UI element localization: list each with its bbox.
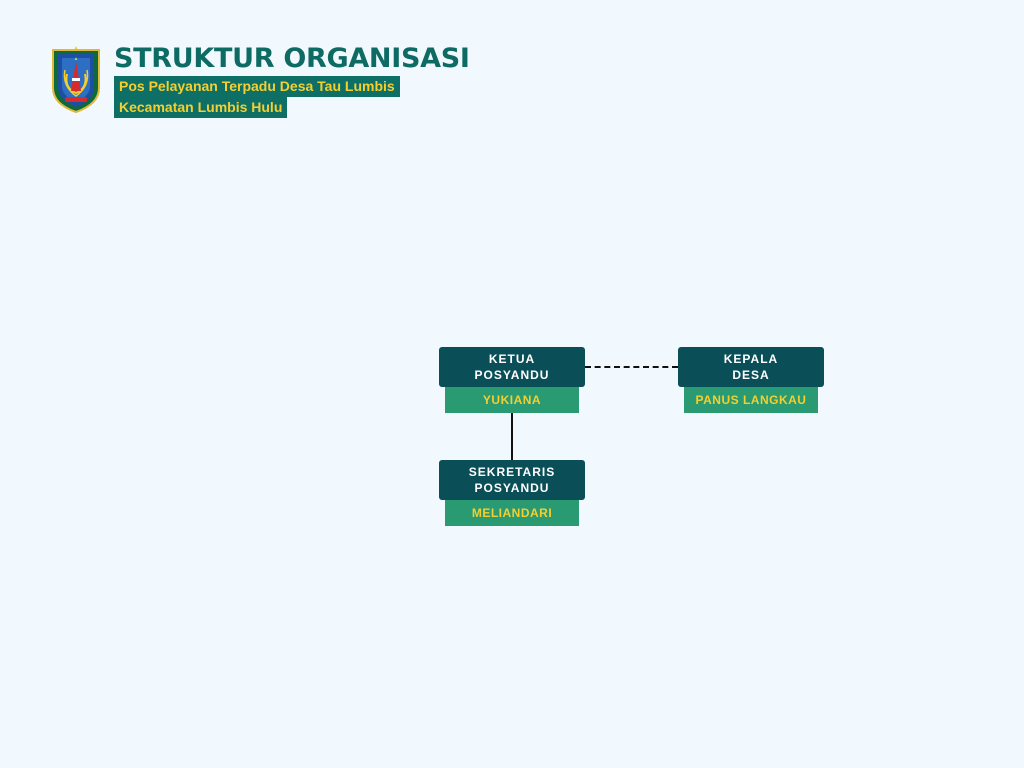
- role-line-2: POSYANDU: [474, 368, 550, 382]
- connector-ketua-kepala: [585, 366, 678, 368]
- page-title: STRUKTUR ORGANISASI: [114, 43, 470, 74]
- header: STRUKTUR ORGANISASI Pos Pelayanan Terpad…: [50, 43, 470, 119]
- subtitle-organization: Pos Pelayanan Terpadu Desa Tau Lumbis: [114, 76, 400, 97]
- role-line-1: SEKRETARIS: [468, 465, 556, 479]
- connector-ketua-sekretaris: [511, 413, 513, 461]
- node-person-name: MELIANDARI: [445, 500, 579, 526]
- role-line-2: DESA: [732, 368, 770, 382]
- node-role: SEKRETARIS POSYANDU: [439, 460, 585, 500]
- node-person-name: PANUS LANGKAU: [684, 387, 818, 413]
- subtitle-district: Kecamatan Lumbis Hulu: [114, 97, 288, 118]
- role-line-2: POSYANDU: [474, 481, 550, 495]
- node-role: KETUA POSYANDU: [439, 347, 585, 387]
- node-role: KEPALA DESA: [678, 347, 824, 387]
- regency-emblem-icon: [52, 46, 100, 114]
- node-sekretaris-posyandu: SEKRETARIS POSYANDU MELIANDARI: [439, 460, 585, 526]
- node-ketua-posyandu: KETUA POSYANDU YUKIANA: [439, 347, 585, 413]
- node-kepala-desa: KEPALA DESA PANUS LANGKAU: [678, 347, 824, 413]
- role-line-1: KEPALA: [723, 352, 779, 366]
- role-line-1: KETUA: [488, 352, 536, 366]
- node-person-name: YUKIANA: [445, 387, 579, 413]
